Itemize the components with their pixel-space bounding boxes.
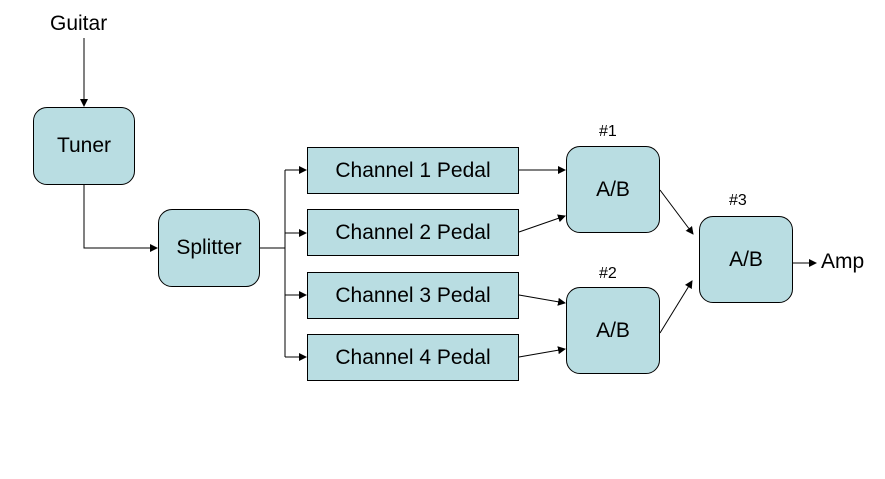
ab-switch-1-node: A/B	[566, 146, 660, 233]
channel-4-pedal-node: Channel 4 Pedal	[307, 334, 519, 381]
tuner-node: Tuner	[33, 107, 135, 185]
ab2-number-label: #2	[599, 265, 617, 282]
edge-ab1-ab3	[659, 189, 694, 235]
channel-2-pedal-node: Channel 2 Pedal	[307, 209, 519, 256]
edge-ch2-ab1	[518, 214, 566, 233]
ab-switch-3-node: A/B	[699, 216, 793, 303]
channel-3-pedal-node: Channel 3 Pedal	[307, 272, 519, 319]
edge-ch3-ab2	[518, 294, 566, 306]
guitar-label: Guitar	[50, 12, 108, 35]
ab1-number-label: #1	[599, 123, 617, 140]
amp-label: Amp	[821, 250, 865, 273]
ab-switch-2-node: A/B	[566, 287, 660, 374]
edge-ab2-ab3	[659, 280, 693, 334]
splitter-node: Splitter	[158, 209, 260, 287]
edge-ch4-ab2	[518, 346, 566, 358]
ab3-number-label: #3	[729, 192, 747, 209]
channel-1-pedal-node: Channel 1 Pedal	[307, 147, 519, 194]
edge-tuner-splitter	[83, 185, 158, 252]
